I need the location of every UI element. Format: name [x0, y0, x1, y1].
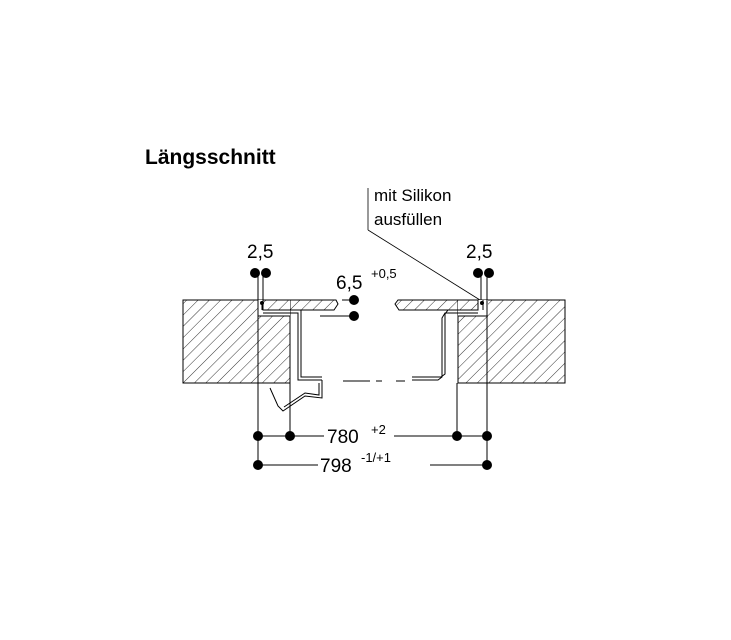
dim-overall-tolerance: -1/+1 — [361, 450, 391, 465]
dim-depth-tolerance: +0,5 — [371, 266, 397, 281]
annotation-line2: ausfüllen — [374, 210, 442, 229]
dimension-dots — [250, 268, 494, 470]
glass-panel-right — [394, 299, 479, 311]
dim-cutout: 780 — [327, 427, 359, 448]
glass-panel-left — [262, 299, 339, 311]
leader-line — [367, 229, 481, 301]
dim-right-gap: 2,5 — [466, 242, 492, 263]
dim-cutout-tolerance: +2 — [371, 422, 386, 437]
dimension-lines — [257, 273, 488, 466]
dim-depth: 6,5 — [336, 273, 362, 294]
dim-left-gap: 2,5 — [247, 242, 273, 263]
appliance-housing — [261, 300, 484, 412]
dim-overall: 798 — [320, 456, 352, 477]
diagram-title: Längsschnitt — [145, 146, 276, 169]
annotation-line1: mit Silikon — [374, 186, 451, 205]
